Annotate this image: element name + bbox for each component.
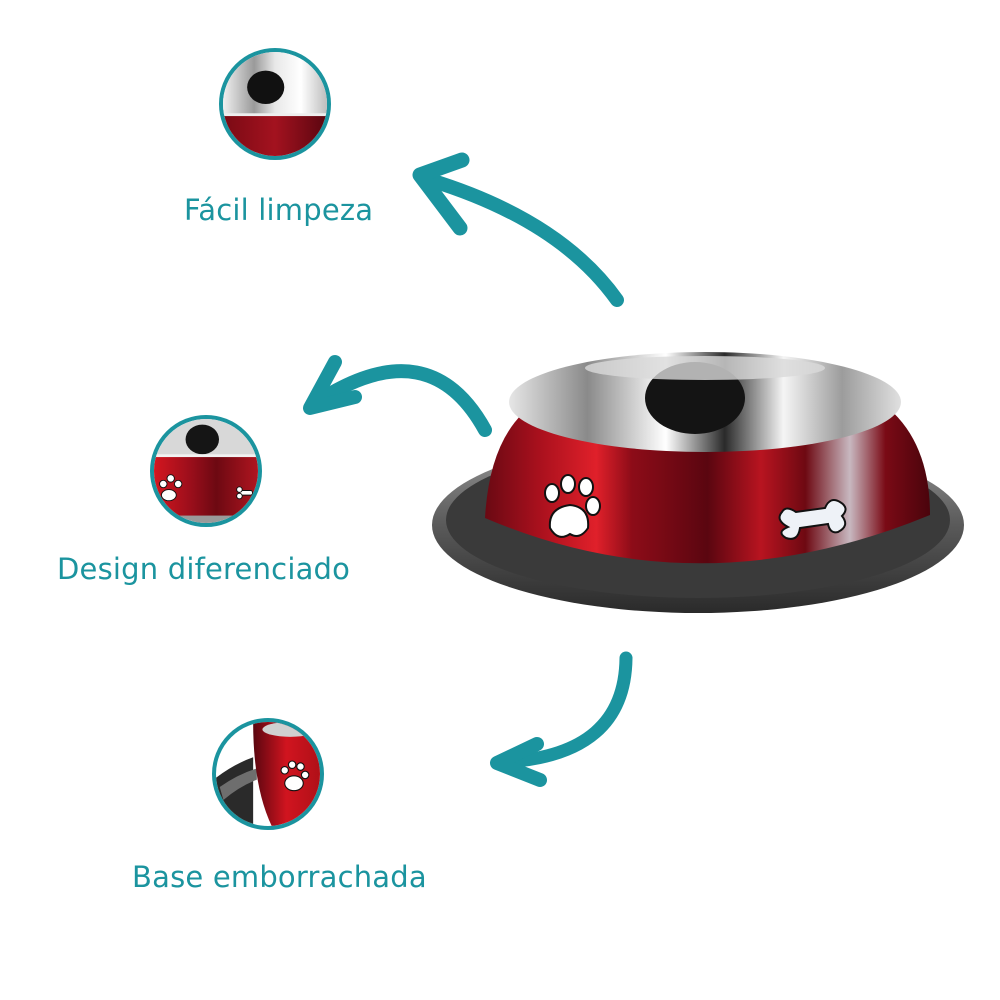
paw-print-icon: [159, 474, 183, 502]
feature-label-easy-clean: Fácil limpeza: [184, 193, 374, 227]
feature-thumbnail-easy-clean: [219, 48, 331, 160]
feature-label-rubber-base: Base emborrachada: [132, 860, 427, 894]
bone-icon: [236, 486, 253, 500]
paw-print-icon: [544, 474, 601, 538]
paw-print-icon: [280, 760, 310, 792]
arrow-icon-rubber-base: [490, 651, 633, 787]
arrow-icon-design: [303, 355, 492, 437]
feature-thumbnail-rubber-base: [212, 718, 324, 830]
bone-icon: [778, 499, 847, 540]
feature-label-design: Design diferenciado: [57, 552, 351, 586]
product-bowl-image: [430, 350, 975, 620]
arrow-icon-easy-clean: [412, 152, 624, 307]
